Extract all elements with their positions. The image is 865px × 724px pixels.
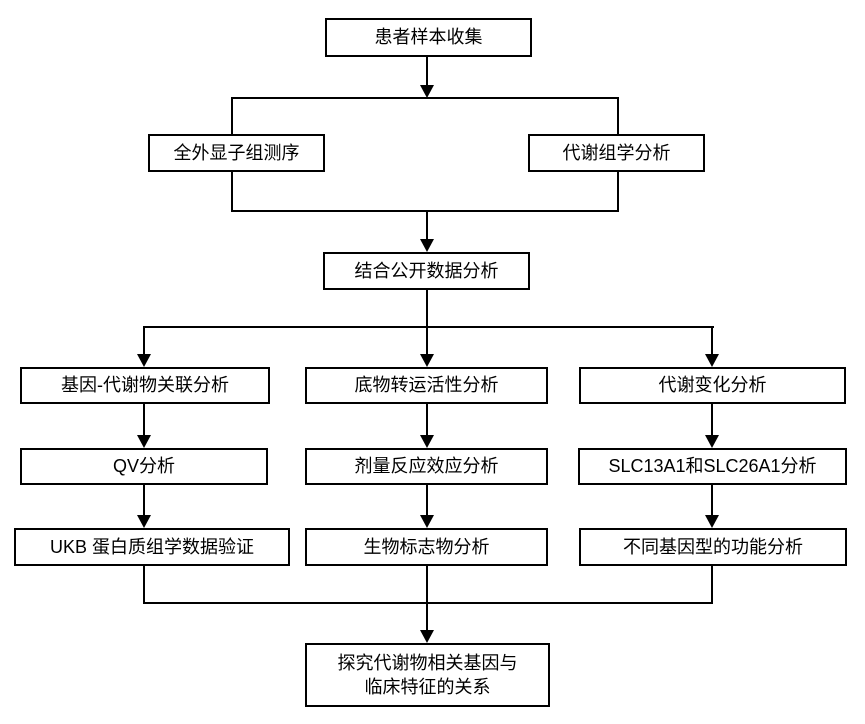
node-conclusion: 探究代谢物相关基因与 临床特征的关系 <box>305 643 550 707</box>
node-label: 剂量反应效应分析 <box>354 456 499 477</box>
arrowhead-icon <box>420 515 434 528</box>
node-qv-analysis: QV分析 <box>20 448 268 485</box>
node-label: 结合公开数据分析 <box>354 260 499 281</box>
node-metabolic-change-analysis: 代谢变化分析 <box>579 367 846 404</box>
node-dose-response-analysis: 剂量反应效应分析 <box>305 448 548 485</box>
arrowhead-icon <box>705 515 719 528</box>
node-label: 底物转运活性分析 <box>354 375 499 396</box>
conclusion-line-2: 临床特征的关系 <box>364 677 491 697</box>
node-label: 基因-代谢物关联分析 <box>61 375 229 396</box>
connector-line <box>711 485 713 516</box>
connector-merge-line <box>143 602 713 604</box>
arrowhead-icon <box>420 354 434 367</box>
arrowhead-icon <box>420 85 434 98</box>
node-label: 患者样本收集 <box>374 27 483 48</box>
node-patient-sample-collection: 患者样本收集 <box>325 18 532 57</box>
node-biomarker-analysis: 生物标志物分析 <box>305 528 548 566</box>
node-substrate-transport-activity: 底物转运活性分析 <box>305 367 548 404</box>
connector-line <box>711 328 713 355</box>
node-label: 全外显子组测序 <box>173 142 300 163</box>
connector-line <box>711 404 713 436</box>
node-label: 不同基因型的功能分析 <box>623 536 803 557</box>
arrowhead-icon <box>137 515 151 528</box>
connector-line <box>426 404 428 436</box>
arrowhead-icon <box>137 435 151 448</box>
node-ukb-proteomics-validation: UKB 蛋白质组学数据验证 <box>14 528 290 566</box>
node-label: 代谢组学分析 <box>562 142 671 163</box>
node-label: 代谢变化分析 <box>658 375 767 396</box>
arrowhead-icon <box>705 354 719 367</box>
connector-line <box>143 328 145 355</box>
node-public-data-analysis: 结合公开数据分析 <box>323 252 530 290</box>
arrowhead-icon <box>420 239 434 252</box>
node-label: SLC13A1和SLC26A1分析 <box>608 456 817 477</box>
node-whole-exome-sequencing: 全外显子组测序 <box>148 134 325 172</box>
node-label: QV分析 <box>112 456 175 477</box>
connector-line <box>426 328 428 355</box>
connector-line <box>143 404 145 436</box>
node-slc13a1-slc26a1-analysis: SLC13A1和SLC26A1分析 <box>578 448 847 485</box>
connector-line <box>426 604 428 631</box>
node-label: 生物标志物分析 <box>363 536 490 557</box>
arrowhead-icon <box>705 435 719 448</box>
node-genotype-function-analysis: 不同基因型的功能分析 <box>579 528 847 566</box>
connector-line <box>426 566 428 604</box>
arrowhead-icon <box>420 435 434 448</box>
conclusion-line-1: 探究代谢物相关基因与 <box>337 652 518 673</box>
arrowhead-icon <box>137 354 151 367</box>
connector-line <box>426 211 428 240</box>
connector-line <box>711 566 713 604</box>
connector-line <box>143 485 145 516</box>
node-label: UKB 蛋白质组学数据验证 <box>49 536 254 557</box>
connector-line <box>426 57 428 86</box>
connector-line <box>426 290 428 328</box>
node-gene-metabolite-association: 基因-代谢物关联分析 <box>20 367 270 404</box>
arrowhead-icon <box>420 630 434 643</box>
connector-line <box>143 566 145 604</box>
connector-line <box>426 485 428 516</box>
node-label: 探究代谢物相关基因与 临床特征的关系 <box>338 651 518 700</box>
node-metabolomics-analysis: 代谢组学分析 <box>528 134 705 172</box>
connector-branch-line <box>143 326 714 328</box>
